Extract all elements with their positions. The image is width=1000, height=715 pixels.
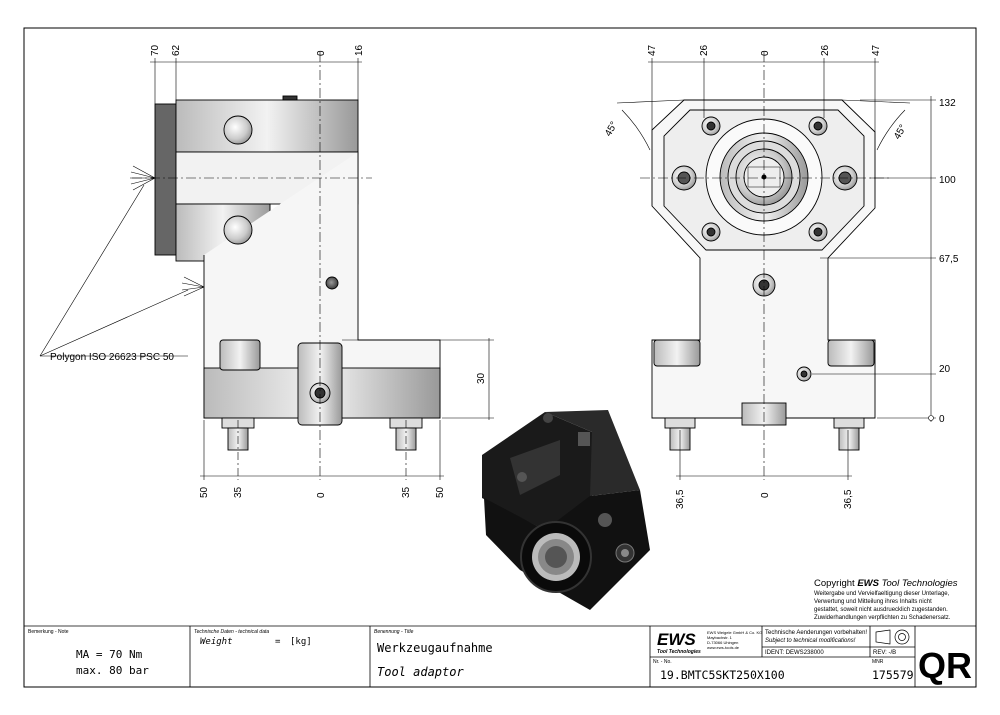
cross-hole-upper [223, 115, 253, 145]
flange-bolts [671, 116, 858, 382]
copyright-line-2: Verwertung und Mitteilung ihres Inhalts … [814, 599, 932, 605]
side-dimension-texts: 70 62 0 16 50 35 0 35 50 30 [150, 44, 487, 498]
angle-45-right: 45° [892, 123, 909, 142]
coolant-block-front-left [653, 339, 701, 367]
weight-unit: [kg] [290, 637, 312, 647]
coolant-block-front-right [827, 339, 875, 367]
part-number: 19.BMTC5SKT250X100 [660, 668, 785, 682]
remark-caption: Bemerkung - Note [28, 629, 69, 635]
dim-30: 30 [476, 372, 487, 384]
dim-36-5-right: 36,5 [843, 489, 854, 509]
dim-0-front-top: 0 [760, 50, 771, 56]
copyright-line-4: Zuwiderhandlungen verpflichten zu Schade… [814, 615, 951, 621]
ident-field: IDENT: DEWS238000 [765, 650, 824, 656]
title-caption: Benennung - Title [374, 629, 414, 635]
front-dimension-lines [616, 58, 936, 480]
torque-note: MA = 70 Nm [76, 648, 143, 661]
dim-0-front-right: 0 [939, 414, 945, 425]
dim-26-left: 26 [699, 44, 710, 56]
dim-50-left: 50 [199, 486, 210, 498]
title-english: Tool adaptor [377, 665, 464, 679]
coolant-block-left [219, 339, 261, 371]
polygon-label: Polygon ISO 26623 PSC 50 [50, 352, 174, 363]
rev-field: REV: -/B [873, 650, 896, 656]
dim-50-right: 50 [435, 486, 446, 498]
copyright-block: Copyright EWS Tool Technologies Weiterga… [814, 578, 958, 621]
dim-47-left: 47 [647, 44, 658, 56]
dim-132: 132 [939, 98, 956, 109]
pressure-note: max. 80 bar [76, 664, 149, 677]
company-line-4: www.ews-tools.de [707, 645, 740, 650]
front-view [640, 52, 890, 480]
dim-62: 62 [171, 44, 182, 56]
sheet-border [23, 27, 977, 688]
cross-hole-lower [223, 215, 253, 245]
mnr-number: 175579 [872, 668, 914, 682]
dim-100: 100 [939, 175, 956, 186]
dim-47-right: 47 [871, 44, 882, 56]
front-dimension-texts: 47 26 0 26 47 132 100 67,5 20 0 36,5 0 3… [603, 44, 959, 509]
copyright-line-3: gestattet, soweit nicht ausdruecklich zu… [814, 607, 948, 613]
company-line-3: D-73066 Uhingen [707, 640, 738, 645]
ews-logo: EWS Tool Technologies [656, 629, 704, 655]
upper-block [175, 99, 359, 153]
title-block-grid [24, 625, 976, 687]
angle-45-left: 45° [603, 120, 620, 139]
title-german: Werkzeugaufnahme [377, 641, 493, 655]
side-dimension-lines [39, 58, 494, 480]
dim-35-left: 35 [233, 486, 244, 498]
weight-label: Weight [200, 637, 233, 647]
copyright-line-1: Weitergabe und Vervielfaeltigung dieser … [814, 591, 950, 597]
dim-26-right: 26 [820, 44, 831, 56]
dim-36-5-left: 36,5 [675, 489, 686, 509]
projection-symbol-icon [875, 629, 910, 645]
dim-20: 20 [939, 364, 951, 375]
company-line-2: Maybachstr. 1 [707, 635, 733, 640]
weight-equals: = [275, 637, 281, 647]
dim-0-side-bottom: 0 [316, 492, 327, 498]
number-caption: Nr. - No. [653, 659, 672, 665]
mnr-caption: MNR [872, 659, 884, 665]
company-line-1: EWS Weigele GmbH & Co. KG [707, 630, 762, 635]
dim-0-side-top: 0 [316, 50, 327, 56]
dim-35-right: 35 [401, 486, 412, 498]
dim-70: 70 [150, 44, 161, 56]
tech-data-caption: Technische Daten - technical data [194, 629, 269, 635]
copyright-heading: Copyright EWS Tool Technologies [814, 578, 958, 589]
dim-0-front-bottom: 0 [760, 492, 771, 498]
side-view [130, 52, 441, 480]
logo-text: EWS [657, 630, 696, 649]
polygon-shank [154, 103, 177, 256]
change-note-en: Subject to technical modifications! [765, 638, 856, 644]
qr-mark: QR [918, 645, 972, 686]
change-note-de: Technische Aenderungen vorbehalten! [765, 630, 867, 636]
isometric-render [482, 410, 650, 610]
dim-67-5: 67,5 [939, 254, 959, 265]
dim-16: 16 [354, 44, 365, 56]
front-pin-right [838, 427, 860, 451]
logo-subtitle: Tool Technologies [657, 649, 701, 655]
